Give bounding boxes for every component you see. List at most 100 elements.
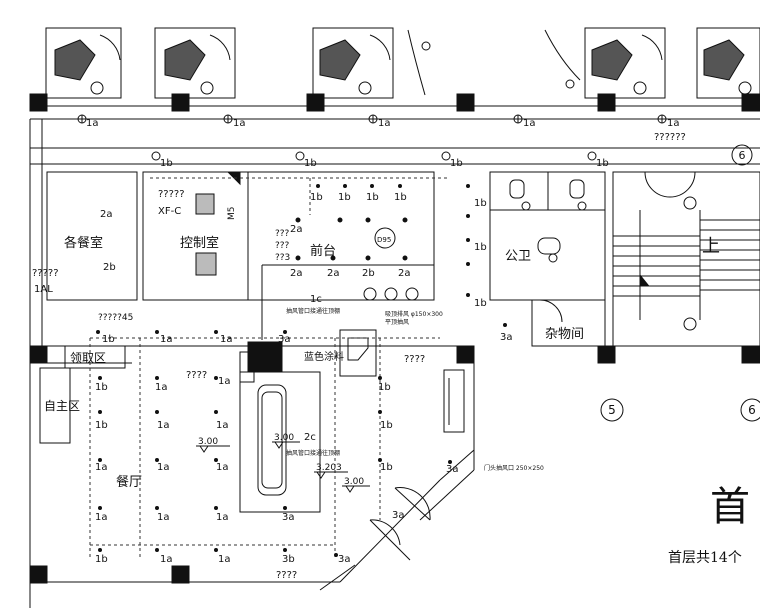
- code-2c: 2c: [304, 432, 316, 443]
- dining-prep-room: [46, 171, 138, 301]
- note-fan-2: 平顶抽风: [385, 318, 409, 326]
- height-mark-4: 3.00: [344, 477, 364, 487]
- code-1b: 1b: [95, 420, 108, 431]
- axis-label-6: 6: [748, 403, 756, 417]
- code-1b: 1b: [160, 158, 173, 169]
- code-3a: 3a: [500, 332, 513, 343]
- label-ctrl-code: ?????: [158, 189, 185, 200]
- code-1b: 1b: [102, 334, 115, 345]
- code-2a: 2a: [290, 224, 303, 235]
- structural-columns: [29, 93, 760, 584]
- code-3a: 3a: [278, 334, 291, 345]
- code-1c: 1c: [310, 294, 322, 305]
- label-1al-code: ?????: [32, 268, 59, 279]
- axis-6: [740, 398, 760, 422]
- room-self-service: 自主区: [44, 399, 80, 413]
- code-1a: 1a: [218, 554, 231, 565]
- code-1a: 1a: [523, 118, 536, 129]
- axis-6-top: [731, 144, 753, 166]
- note-pipe-2: 抽风管口接通往顶棚: [286, 449, 340, 457]
- height-mark-2: 3.00: [274, 433, 294, 443]
- label-q2: ???: [275, 241, 290, 251]
- label-al: 1AL: [34, 284, 53, 295]
- room-dining-prep: 各餐室: [64, 235, 103, 251]
- code-1b: 1b: [95, 554, 108, 565]
- code-1a: 1a: [216, 462, 229, 473]
- room-front-desk: 前台: [310, 243, 336, 259]
- code-1b: 1b: [394, 192, 407, 203]
- code-1a: 1a: [216, 512, 229, 523]
- code-1a: 1a: [155, 382, 168, 393]
- hatch-panel: [195, 193, 217, 276]
- code-3b: 3b: [282, 554, 295, 565]
- label-q1: ???: [275, 229, 290, 239]
- code-1a: 1a: [86, 118, 99, 129]
- floor-note: 首层共14个: [668, 550, 742, 566]
- code-3a: 3a: [338, 554, 351, 565]
- buffet-island: [239, 329, 377, 513]
- top-restroom-units: [45, 27, 760, 99]
- code-1a: 1a: [233, 118, 246, 129]
- stair-up-label: 上: [702, 236, 720, 257]
- storage-room: [531, 299, 606, 347]
- code-1a: 1a: [157, 420, 170, 431]
- entrance-door: [319, 487, 431, 591]
- code-1b: 1b: [378, 382, 391, 393]
- code-2a: 2a: [100, 209, 113, 220]
- label-blue-coating: 蓝色涂料: [304, 350, 344, 363]
- code-1a: 1a: [160, 554, 173, 565]
- room-storage: 杂物间: [545, 327, 584, 342]
- height-mark-3: 3.203: [316, 463, 342, 473]
- code-1b: 1b: [450, 158, 463, 169]
- note-pipe-1: 抽风管口接通往顶棚: [286, 307, 340, 315]
- code-2a: 2a: [327, 268, 340, 279]
- code-1b: 1b: [366, 192, 379, 203]
- label-d95: D95: [377, 236, 391, 244]
- code-1a: 1a: [216, 420, 229, 431]
- label-q3: ??3: [275, 253, 290, 263]
- label-xf-code: XF-C: [158, 206, 181, 217]
- code-1b: 1b: [474, 242, 487, 253]
- label-45: ?????45: [98, 313, 133, 323]
- floor-title: 首: [710, 484, 750, 530]
- stairwell: [612, 171, 760, 347]
- code-1a: 1a: [218, 376, 231, 387]
- code-1b: 1b: [95, 382, 108, 393]
- code-3a: 3a: [282, 512, 295, 523]
- pickup-counter: [64, 345, 126, 369]
- code-2b: 2b: [103, 262, 116, 273]
- code-1a: 1a: [220, 334, 233, 345]
- label-q4: ????: [404, 354, 425, 365]
- code-1b: 1b: [596, 158, 609, 169]
- code-1b: 1b: [338, 192, 351, 203]
- self-service-counter: [39, 367, 71, 444]
- label-top-right: ??????: [654, 132, 686, 143]
- code-2b: 2b: [362, 268, 375, 279]
- room-pickup: 领取区: [70, 351, 106, 365]
- code-2a: 2a: [398, 268, 411, 279]
- code-1a: 1a: [95, 462, 108, 473]
- label-m5: M5: [227, 207, 237, 221]
- code-1b: 1b: [380, 462, 393, 473]
- code-1a: 1a: [378, 118, 391, 129]
- ceiling-lights: [77, 41, 697, 331]
- code-1a: 1a: [157, 462, 170, 473]
- label-mid: ????: [186, 370, 207, 381]
- room-control: 控制室: [180, 235, 219, 251]
- fixture-ticks: [96, 184, 507, 557]
- code-1a: 1a: [95, 512, 108, 523]
- code-1a: 1a: [157, 512, 170, 523]
- code-1a: 1a: [160, 334, 173, 345]
- note-fan: 吸顶排风 φ150×300: [385, 310, 443, 318]
- code-1a: 1a: [667, 118, 680, 129]
- axis-5: [600, 398, 624, 422]
- room-public-toilet: 公卫: [505, 249, 531, 264]
- room-restaurant: 餐厅: [116, 474, 142, 490]
- label-bottom: ????: [276, 570, 297, 581]
- code-1b: 1b: [304, 158, 317, 169]
- code-1b: 1b: [380, 420, 393, 431]
- code-1b: 1b: [310, 192, 323, 203]
- code-2a: 2a: [290, 268, 303, 279]
- height-mark-1: 3.00: [198, 437, 218, 447]
